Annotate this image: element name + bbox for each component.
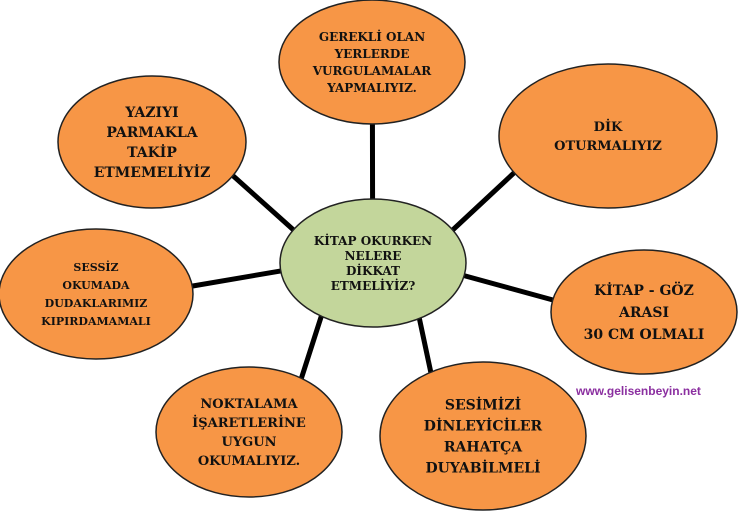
node-vurgulama: GEREKLİ OLAN YERLERDE VURGULAMALAR YAPMALIY…: [278, 0, 466, 125]
bubble-text-line: 30 CM OLMALI: [584, 327, 705, 343]
bubble-ellipse: [278, 0, 466, 125]
bubble-text-line: KIPIRDAMAMALI: [41, 315, 151, 328]
bubble-text-line: KİTAP - GÖZ: [594, 280, 694, 299]
bubble-text-line: GEREKLİ OLAN: [319, 29, 425, 44]
bubble-text-line: İŞARETLERİNE: [192, 415, 306, 431]
bubble-text-line: PARMAKLA: [106, 125, 198, 141]
node-dik-oturma: DİK OTURMALIYIZ: [498, 63, 718, 209]
bubble-nodes: GEREKLİ OLAN YERLERDE VURGULAMALAR YAPMALIY…: [0, 0, 738, 511]
node-sessiz-okuma: SESSİZ OKUMADA DUDAKLARIMIZ KIPIRDAMAMALI: [0, 228, 194, 360]
connector-node-sessiz-okuma: [182, 266, 293, 290]
connector-node-kitap-goz: [452, 270, 563, 305]
bubble-text-line: OTURMALIYIZ: [554, 139, 662, 154]
bubble-text-line: ETMEMELİYİZ: [94, 162, 211, 181]
bubble-text-line: SESİMİZİ: [445, 395, 521, 414]
bubble-text-line: DUDAKLARIMIZ: [45, 297, 148, 310]
bubble-text-line: TAKİP: [127, 142, 177, 161]
connector-node-noktalama: [297, 306, 326, 387]
bubble-text-line: SESSİZ: [73, 260, 118, 274]
center-text-line: ETMELİYİZ?: [331, 278, 416, 293]
bubble-text-line: YAZIYI: [124, 105, 178, 121]
bubble-ellipse: [550, 249, 738, 375]
node-kitap-goz: KİTAP - GÖZ ARASI 30 CM OLMALI: [550, 249, 738, 375]
bubble-text-line: OKUMALIYIZ.: [198, 454, 300, 469]
bubble-text-line: ARASI: [618, 305, 669, 321]
connector-node-dik-oturma: [444, 164, 523, 239]
bubble-ellipse: [0, 228, 194, 360]
bubble-text-line: YERLERDE: [334, 47, 410, 61]
bubble-text-line: DİNLEYİCİLER: [424, 416, 543, 435]
connector-lines: [182, 116, 563, 387]
bubble-text-line: OKUMADA: [62, 279, 130, 292]
bubble-text-line: NOKTALAMA: [200, 397, 298, 412]
node-sesimizi: SESİMİZİ DİNLEYİCİLER RAHATÇA DUYABİLMELİ: [379, 361, 587, 511]
watermark-url: www.gelisenbeyin.net: [576, 384, 701, 398]
bubble-ellipse: [498, 63, 718, 209]
node-noktalama: NOKTALAMA İŞARETLERİNE UYGUN OKUMALIYIZ.: [155, 366, 343, 498]
center-text-line: NELERE: [345, 249, 402, 263]
bubble-ellipse: [57, 75, 247, 209]
bubble-text-line: YAPMALIYIZ.: [326, 81, 417, 95]
connector-node-sesimizi: [415, 309, 435, 382]
bubble-text-line: VURGULAMALAR: [312, 64, 433, 78]
center-text-line: DİKKAT: [346, 263, 400, 278]
connector-node-parmakla: [225, 168, 303, 238]
bubble-text-line: UYGUN: [222, 435, 277, 450]
center-ellipse: [279, 198, 467, 328]
bubble-text-line: RAHATÇA: [444, 440, 523, 456]
center-text-line: KİTAP OKURKEN: [314, 233, 432, 248]
bubble-ellipse: [155, 366, 343, 498]
bubble-text-line: DİK: [594, 119, 623, 135]
bubble-ellipse: [379, 361, 587, 511]
bubble-text-line: DUYABİLMELİ: [425, 458, 540, 477]
